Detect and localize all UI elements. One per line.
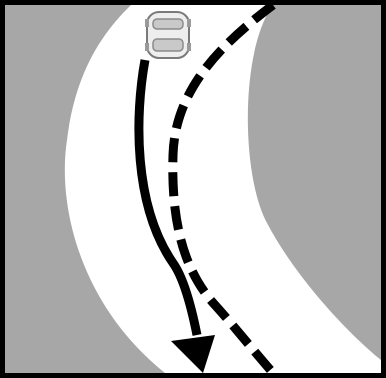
road-curve-diagram bbox=[5, 5, 381, 373]
vehicle-car-topdown-icon bbox=[145, 12, 191, 58]
